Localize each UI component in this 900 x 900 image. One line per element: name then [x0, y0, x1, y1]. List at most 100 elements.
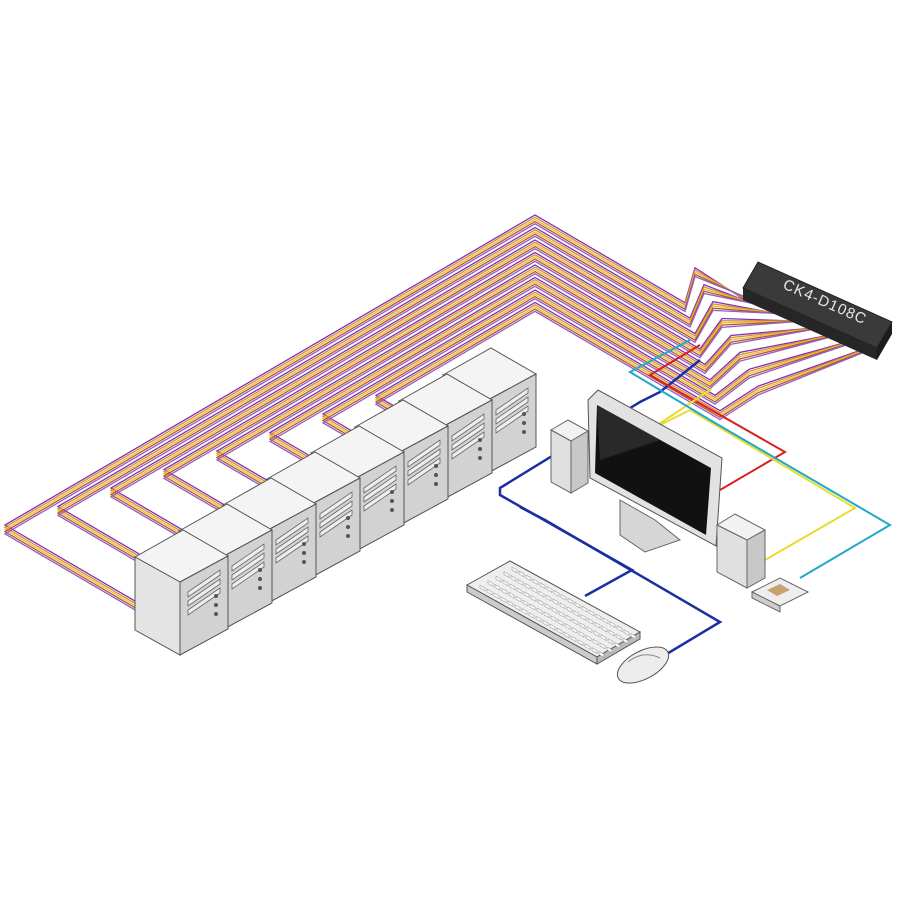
- cable-strand: [56, 228, 765, 581]
- power-button-icon: [478, 447, 482, 451]
- key: [536, 607, 543, 615]
- power-button-icon: [522, 430, 526, 434]
- cable-strand: [321, 289, 848, 460]
- key: [565, 614, 572, 622]
- key: [558, 610, 565, 618]
- key: [553, 590, 560, 597]
- key: [500, 596, 507, 604]
- drive-bay: [451, 422, 485, 451]
- power-button-icon: [346, 534, 350, 538]
- key: [579, 622, 586, 630]
- key: [623, 629, 630, 636]
- cable-strand: [374, 306, 869, 440]
- key: [544, 603, 551, 610]
- key: [522, 599, 529, 607]
- cable-strand: [374, 301, 865, 436]
- key: [588, 609, 595, 617]
- cable-strand: [268, 278, 833, 486]
- power-button-icon: [346, 516, 350, 520]
- cable-strand: [162, 251, 797, 531]
- key: [567, 597, 574, 605]
- key: [507, 600, 514, 607]
- cable-strand: [268, 283, 837, 490]
- key: [523, 591, 530, 598]
- key: [584, 643, 591, 650]
- key: [577, 639, 584, 646]
- drive-bay: [363, 483, 397, 512]
- key: [580, 614, 587, 621]
- cable-bundle: [162, 251, 805, 540]
- cable-strand: [3, 216, 748, 604]
- cable-strand: [215, 268, 818, 511]
- key: [615, 633, 622, 641]
- drive-bay: [495, 396, 529, 425]
- key: [602, 617, 609, 625]
- keyboard[interactable]: [465, 560, 642, 665]
- key: [517, 579, 524, 586]
- cable-strand: [268, 285, 839, 492]
- power-button-icon: [522, 412, 526, 416]
- key: [601, 625, 608, 633]
- power-button-icon: [434, 473, 438, 477]
- speaker-right: [715, 513, 767, 589]
- key: [594, 621, 601, 629]
- power-button-icon: [214, 603, 218, 607]
- key: [487, 580, 494, 587]
- key: [495, 575, 502, 583]
- cable-strand: [215, 266, 816, 509]
- cable-bundle: [268, 276, 839, 492]
- key: [518, 570, 525, 578]
- drive-bay: [363, 465, 397, 494]
- cable-strand: [374, 303, 867, 438]
- cable-strand: [3, 218, 750, 607]
- audio-cable: [649, 377, 857, 561]
- key: [530, 595, 537, 602]
- peripheral-cables: [498, 339, 892, 657]
- cable-bundle: [3, 214, 754, 611]
- keyboard-keys: [479, 566, 637, 658]
- mouse-cable: [519, 505, 723, 657]
- key: [630, 633, 637, 640]
- pc-tower[interactable]: [133, 529, 230, 656]
- key: [616, 625, 623, 632]
- key: [552, 598, 559, 606]
- key: [502, 579, 509, 587]
- monitor: [587, 389, 723, 553]
- key: [521, 608, 528, 615]
- drive-bay: [407, 448, 441, 477]
- key: [622, 637, 629, 645]
- key: [486, 588, 493, 596]
- drive-bay: [319, 500, 353, 529]
- cable-strand: [162, 260, 805, 540]
- key: [586, 626, 593, 634]
- power-button-icon: [258, 586, 262, 590]
- cable-strand: [109, 239, 780, 555]
- cable-strand: [109, 248, 788, 563]
- cable-strand: [3, 214, 746, 602]
- drive-bay: [231, 561, 265, 590]
- speaker-left: [549, 419, 590, 494]
- power-button-icon: [302, 560, 306, 564]
- drive-bay: [451, 431, 485, 460]
- key: [574, 601, 581, 609]
- cable-strand: [215, 273, 822, 516]
- power-button-icon: [258, 568, 262, 572]
- drive-bay: [407, 439, 441, 468]
- key: [529, 603, 536, 611]
- cable-strand: [321, 295, 854, 466]
- key: [570, 635, 577, 643]
- key: [479, 584, 486, 592]
- drive-bay: [407, 457, 441, 486]
- drive-bay: [187, 569, 221, 598]
- key: [546, 586, 553, 593]
- key: [592, 638, 599, 646]
- cable-strand: [3, 220, 752, 609]
- mouse[interactable]: [612, 639, 675, 690]
- key: [509, 583, 516, 591]
- key: [551, 606, 558, 614]
- power-button-icon: [434, 464, 438, 468]
- cable-strand: [268, 276, 831, 483]
- cable-bundle: [321, 289, 856, 468]
- key: [501, 588, 508, 595]
- drive-bay: [495, 405, 529, 434]
